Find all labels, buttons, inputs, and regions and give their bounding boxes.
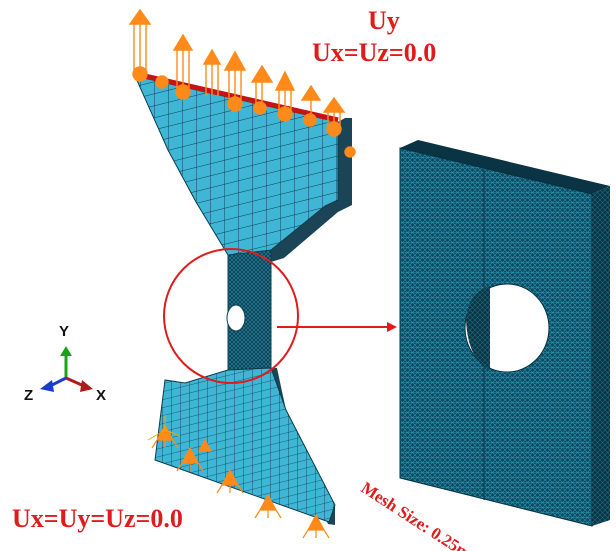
x-axis-arrowhead bbox=[80, 380, 93, 392]
lower-grip-face bbox=[154, 367, 336, 523]
local-coordinate-triad bbox=[147, 415, 181, 441]
load-arrow bbox=[223, 50, 247, 112]
load-arrow bbox=[128, 8, 152, 82]
top-bc-label-uy: Uy bbox=[368, 6, 400, 35]
load-arrow bbox=[250, 64, 274, 106]
zoomed-mesh-block bbox=[399, 140, 610, 527]
axis-label-z: Z bbox=[24, 387, 33, 404]
block-hole-wall bbox=[466, 286, 490, 370]
specimen-side-face bbox=[271, 118, 352, 262]
load-arrow bbox=[202, 48, 222, 96]
load-arrow bbox=[155, 75, 356, 158]
global-axis-triad: Y X Z bbox=[24, 323, 106, 404]
bottom-bc-label: Ux=Uy=Uz=0.0 bbox=[12, 504, 183, 533]
block-side-face bbox=[592, 186, 610, 526]
top-bc-label-ux-uz: Ux=Uz=0.0 bbox=[312, 38, 437, 67]
y-axis-arrowhead bbox=[60, 346, 72, 356]
load-arrow bbox=[322, 96, 346, 137]
top-load-arrows bbox=[128, 8, 356, 158]
support-legs bbox=[151, 439, 330, 539]
bottom-support-symbols bbox=[151, 423, 330, 539]
load-arrow bbox=[274, 70, 296, 122]
axis-label-y: Y bbox=[59, 323, 69, 340]
support-symbol bbox=[197, 438, 213, 452]
specimen-model bbox=[134, 71, 352, 525]
axis-label-x: X bbox=[96, 387, 106, 404]
zoom-region-circle bbox=[163, 248, 299, 384]
block-top-face bbox=[400, 140, 610, 194]
load-arrow bbox=[172, 33, 194, 100]
z-axis-arrowhead bbox=[40, 380, 54, 392]
specimen-hole bbox=[226, 304, 246, 332]
